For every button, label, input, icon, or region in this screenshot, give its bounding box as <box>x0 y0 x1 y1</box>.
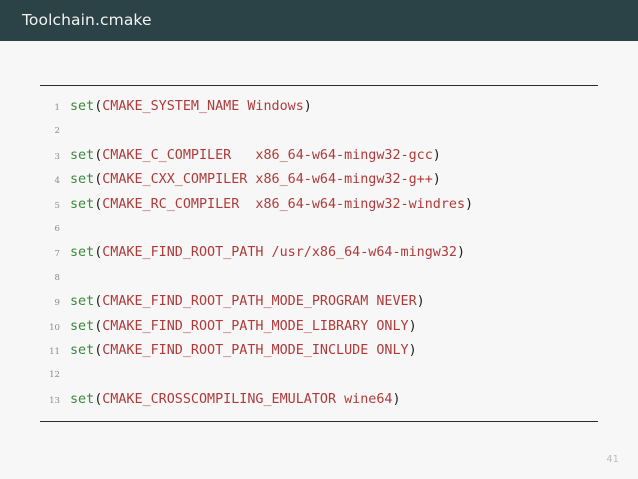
code-line: 3 set(CMAKE_C_COMPILER x86_64-w64-mingw32… <box>40 144 598 168</box>
code-line-text: set(CMAKE_CXX_COMPILER x86_64-w64-mingw3… <box>70 168 441 192</box>
code-token-punct: ) <box>456 245 466 261</box>
line-number: 10 <box>49 322 60 333</box>
line-number: 5 <box>54 200 60 211</box>
code-line-text: set(CMAKE_FIND_ROOT_PATH_MODE_PROGRAM NE… <box>70 290 425 314</box>
slide-header: Toolchain.cmake <box>0 0 638 41</box>
code-line-text: set(CMAKE_RC_COMPILER x86_64-w64-mingw32… <box>70 193 473 217</box>
code-token-fn: set <box>70 294 95 310</box>
code-token-punct: ( <box>94 342 103 358</box>
line-number: 1 <box>54 103 60 113</box>
code-line-text: set(CMAKE_CROSSCOMPILING_EMULATOR wine64… <box>70 388 401 412</box>
code-token-fn: set <box>70 147 95 163</box>
code-line: 7 set(CMAKE_FIND_ROOT_PATH /usr/x86_64-w6… <box>40 241 598 265</box>
code-line: 5 set(CMAKE_RC_COMPILER x86_64-w64-mingw3… <box>40 193 598 217</box>
code-line: 12 <box>40 363 598 387</box>
code-token-punct: ) <box>416 294 425 310</box>
code-token-arg: CMAKE_CXX_COMPILER x86_64-w64-mingw32-g+… <box>102 172 433 188</box>
code-line-text: set(CMAKE_C_COMPILER x86_64-w64-mingw32-… <box>70 144 441 168</box>
code-token-fn: set <box>70 245 95 261</box>
page-title: Toolchain.cmake <box>22 11 152 29</box>
line-number: 12 <box>49 370 60 381</box>
code-token-arg: CMAKE_FIND_ROOT_PATH_MODE_PROGRAM NEVER <box>102 294 417 310</box>
code-token-punct: ( <box>94 318 103 334</box>
code-token-punct: ) <box>465 196 474 212</box>
page-number: 41 <box>606 454 619 465</box>
code-token-punct: ( <box>94 196 103 212</box>
code-token-punct: ) <box>408 318 417 334</box>
code-token-punct: ( <box>94 391 103 407</box>
code-token-fn: set <box>70 342 95 358</box>
code-token-punct: ) <box>392 391 401 407</box>
code-token-punct: ) <box>432 147 441 163</box>
code-token-arg: CMAKE_FIND_ROOT_PATH_MODE_INCLUDE ONLY <box>102 342 409 358</box>
line-number: 7 <box>54 249 60 260</box>
line-number: 2 <box>54 126 60 137</box>
code-token-arg: CMAKE_FIND_ROOT_PATH_MODE_LIBRARY ONLY <box>102 318 409 334</box>
line-number: 13 <box>49 395 60 406</box>
code-line-text: set(CMAKE_FIND_ROOT_PATH_MODE_LIBRARY ON… <box>70 315 417 339</box>
line-number: 4 <box>54 176 60 187</box>
code-token-punct: ) <box>303 99 312 114</box>
code-line: 1 set(CMAKE_SYSTEM_NAME Windows) <box>40 95 598 119</box>
code-line: 9 set(CMAKE_FIND_ROOT_PATH_MODE_PROGRAM N… <box>40 290 598 314</box>
code-line: 2 <box>40 119 598 143</box>
code-line: 11 set(CMAKE_FIND_ROOT_PATH_MODE_INCLUDE … <box>40 339 598 363</box>
line-number: 3 <box>54 151 60 162</box>
code-line: 13 set(CMAKE_CROSSCOMPILING_EMULATOR wine… <box>40 388 598 412</box>
code-token-arg: CMAKE_FIND_ROOT_PATH /usr/x86_64-w64-min… <box>102 245 457 261</box>
code-token-fn: set <box>70 318 95 334</box>
code-token-punct: ( <box>94 245 103 261</box>
code-token-arg: CMAKE_RC_COMPILER x86_64-w64-mingw32-win… <box>102 196 466 212</box>
code-line: 10 set(CMAKE_FIND_ROOT_PATH_MODE_LIBRARY … <box>40 315 598 339</box>
code-token-fn: set <box>70 196 95 212</box>
code-line-text: set(CMAKE_SYSTEM_NAME Windows) <box>70 95 312 119</box>
code-token-arg: CMAKE_SYSTEM_NAME Windows <box>102 99 304 114</box>
code-token-fn: set <box>70 391 95 407</box>
line-number: 9 <box>54 298 60 309</box>
code-line: 6 <box>40 217 598 241</box>
code-token-punct: ) <box>432 172 441 188</box>
line-number: 8 <box>54 272 60 283</box>
code-token-fn: set <box>70 99 95 114</box>
code-token-arg: CMAKE_C_COMPILER x86_64-w64-mingw32-gcc <box>102 147 433 163</box>
code-line: 4 set(CMAKE_CXX_COMPILER x86_64-w64-mingw… <box>40 168 598 192</box>
code-token-punct: ( <box>94 147 103 163</box>
code-token-punct: ( <box>94 99 103 114</box>
code-token-fn: set <box>70 172 95 188</box>
code-token-arg: CMAKE_CROSSCOMPILING_EMULATOR wine64 <box>102 391 393 407</box>
code-token-punct: ) <box>408 342 417 358</box>
code-line: 8 <box>40 266 598 290</box>
code-token-punct: ( <box>94 294 103 310</box>
code-line-text: set(CMAKE_FIND_ROOT_PATH_MODE_INCLUDE ON… <box>70 339 417 363</box>
code-token-punct: ( <box>94 172 103 188</box>
line-number: 11 <box>49 346 60 357</box>
code-line-text: set(CMAKE_FIND_ROOT_PATH /usr/x86_64-w64… <box>70 241 465 265</box>
line-number: 6 <box>54 223 60 234</box>
